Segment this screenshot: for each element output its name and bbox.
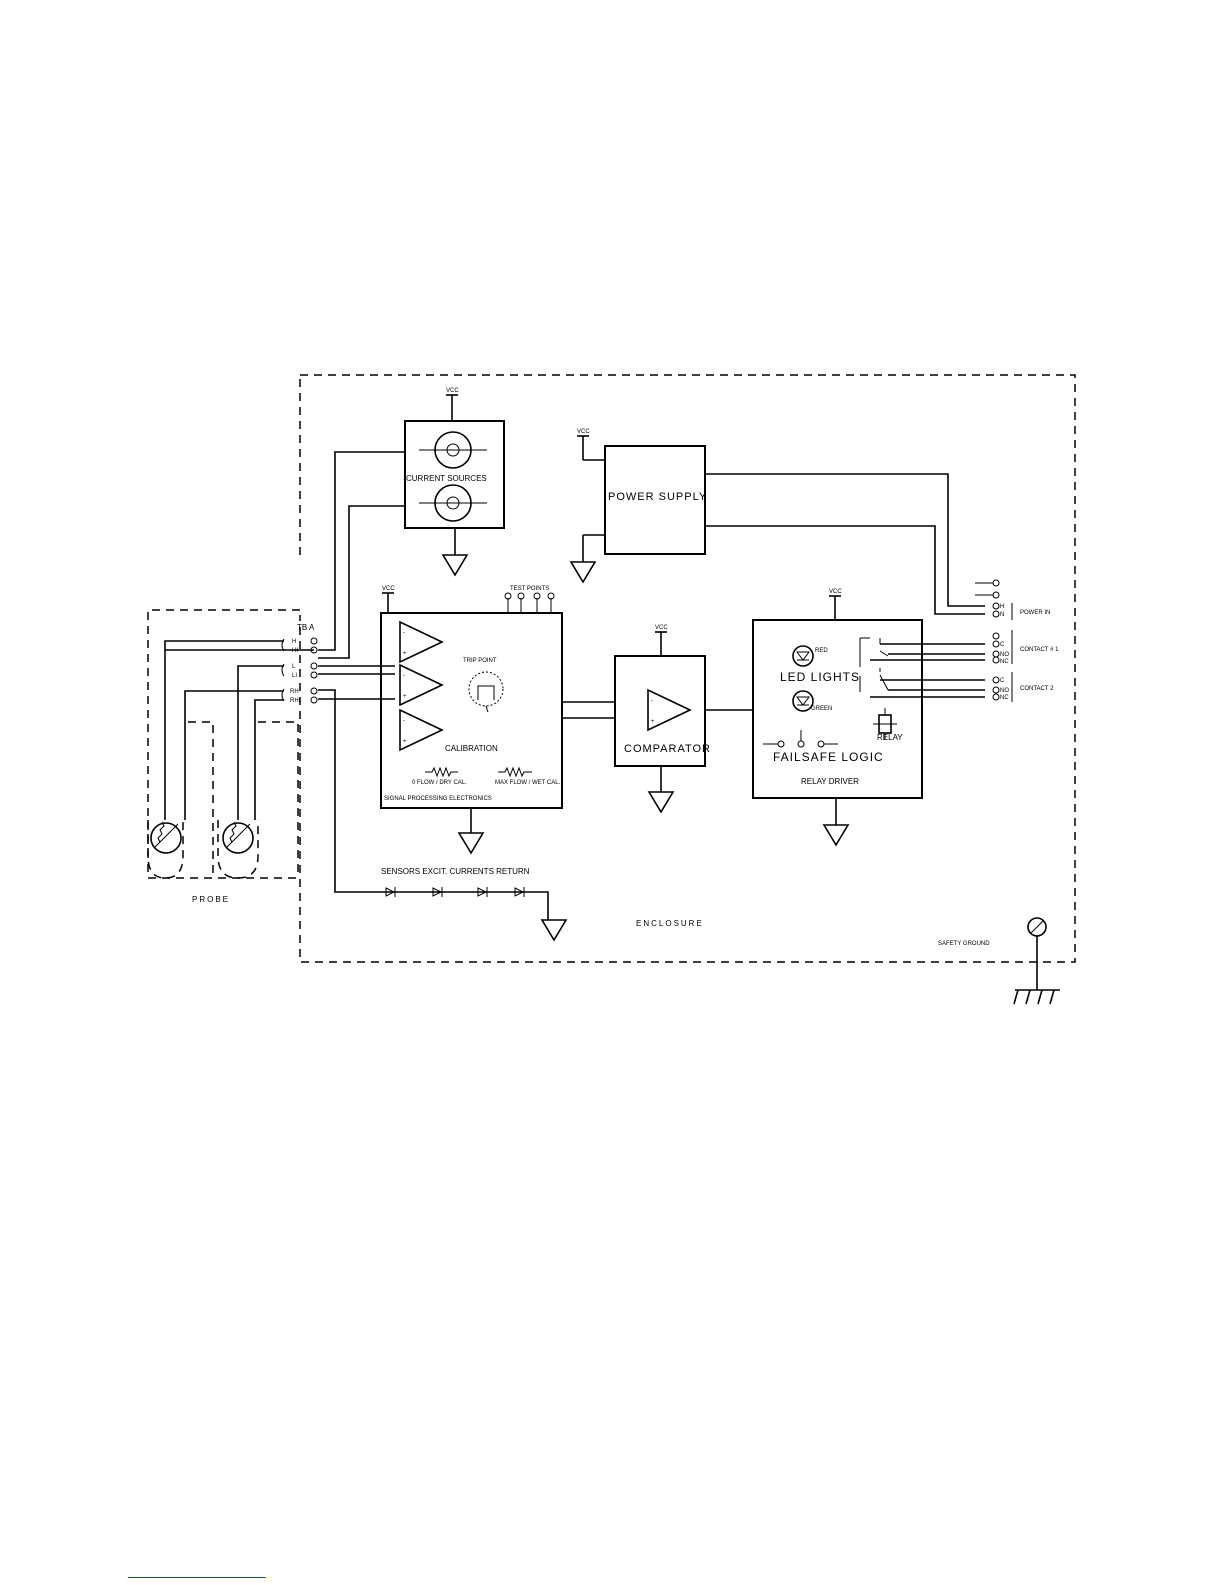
return-diodes bbox=[385, 887, 525, 897]
green-label: GREEN bbox=[811, 706, 832, 712]
vcc-label: VCC bbox=[446, 388, 459, 394]
svg-text:NC: NC bbox=[1000, 695, 1009, 701]
svg-text:H: H bbox=[1000, 604, 1004, 610]
vcc-label: VCC bbox=[382, 586, 395, 592]
power-supply-label: POWER SUPPLY bbox=[608, 491, 707, 503]
output-terminals: H N C NO NC C NO NC POWER IN CONTACT # 1… bbox=[975, 579, 1059, 702]
comparator-label: COMPARATOR bbox=[624, 743, 711, 755]
current-sources-label: CURRENT SOURCES bbox=[406, 474, 487, 483]
vcc-label: VCC bbox=[655, 625, 668, 631]
contact-2-label: CONTACT 2 bbox=[1020, 686, 1054, 692]
relay-driver-label: RELAY DRIVER bbox=[801, 777, 859, 786]
svg-text:-: - bbox=[403, 718, 405, 724]
tb-rhi: RHI bbox=[290, 698, 301, 704]
svg-text:C: C bbox=[1000, 642, 1005, 648]
footer-rule bbox=[128, 1577, 266, 1578]
comparator-block: VCC - + COMPARATOR bbox=[614, 625, 711, 814]
probe-sensor-2 bbox=[222, 822, 254, 854]
trip-point-label: TRIP POINT bbox=[463, 658, 497, 664]
svg-text:NO: NO bbox=[1000, 652, 1009, 658]
dry-cal-label: 0 FLOW / DRY CAL. bbox=[412, 780, 467, 786]
led-lights-label: LED LIGHTS bbox=[780, 670, 860, 684]
trip-point-pot bbox=[468, 671, 504, 707]
calibration-label: CALIBRATION bbox=[445, 744, 498, 753]
failsafe-logic-label: FAILSAFE LOGIC bbox=[773, 750, 884, 764]
terminal-block-tba: TB A H HI L LI RH RHI bbox=[281, 623, 318, 704]
svg-text:+: + bbox=[651, 719, 655, 725]
safety-ground-label: SAFETY GROUND bbox=[938, 941, 990, 947]
probe-sensors bbox=[147, 640, 314, 879]
wiring bbox=[318, 451, 985, 942]
current-sources-block: VCC CURRENT SOURCES bbox=[404, 388, 505, 577]
green-led bbox=[792, 690, 814, 712]
wet-cal-resistor bbox=[498, 766, 532, 778]
enclosure-label: ENCLOSURE bbox=[636, 919, 704, 928]
svg-text:+: + bbox=[403, 694, 407, 700]
signal-processing-label: SIGNAL PROCESSING ELECTRONICS bbox=[384, 796, 492, 802]
svg-text:-: - bbox=[651, 698, 653, 704]
opamp-2: -+ bbox=[399, 663, 444, 707]
wet-cal-label: MAX FLOW / WET CAL. bbox=[495, 780, 561, 786]
probe-label: PROBE bbox=[192, 895, 230, 904]
safety-ground-symbol bbox=[1013, 917, 1060, 1005]
svg-text:+: + bbox=[403, 739, 407, 745]
probe-sensor-1 bbox=[150, 822, 182, 854]
svg-text:+: + bbox=[403, 651, 407, 657]
svg-text:N: N bbox=[1000, 612, 1004, 618]
red-led bbox=[792, 645, 814, 667]
svg-text:-: - bbox=[403, 630, 405, 636]
signal-processing-block: VCC TEST POINTS -+ -+ -+ TRIP POINT CALI… bbox=[380, 586, 563, 855]
relay-label: RELAY bbox=[877, 733, 903, 742]
relay-driver-block: VCC RED LED LIGHTS GREEN RELAY FAILSAFE … bbox=[752, 589, 923, 847]
opamp-3: -+ bbox=[399, 708, 444, 752]
tb-l: L bbox=[292, 664, 296, 670]
tb-rh: RH bbox=[290, 689, 299, 695]
svg-text:-: - bbox=[403, 673, 405, 679]
vcc-label: VCC bbox=[577, 429, 590, 435]
contact-1-label: CONTACT # 1 bbox=[1020, 647, 1059, 653]
test-points-label: TEST POINTS bbox=[510, 586, 549, 592]
tb-h: H bbox=[292, 639, 296, 645]
tba-label: TB A bbox=[297, 623, 315, 632]
tb-li: LI bbox=[292, 673, 297, 679]
comparator-opamp bbox=[647, 688, 692, 732]
svg-text:C: C bbox=[1000, 678, 1005, 684]
power-in-label: POWER IN bbox=[1020, 610, 1050, 616]
power-supply-block: VCC POWER SUPPLY bbox=[569, 429, 707, 584]
vcc-label: VCC bbox=[829, 589, 842, 595]
tb-hi: HI bbox=[292, 648, 298, 654]
opamp-1: -+ bbox=[399, 620, 444, 664]
red-label: RED bbox=[815, 648, 828, 654]
svg-text:NO: NO bbox=[1000, 688, 1009, 694]
enclosure-boundary bbox=[299, 374, 1076, 963]
sensors-return-label: SENSORS EXCIT. CURRENTS RETURN bbox=[381, 867, 530, 876]
dry-cal-resistor bbox=[425, 766, 458, 778]
svg-text:NC: NC bbox=[1000, 659, 1009, 665]
